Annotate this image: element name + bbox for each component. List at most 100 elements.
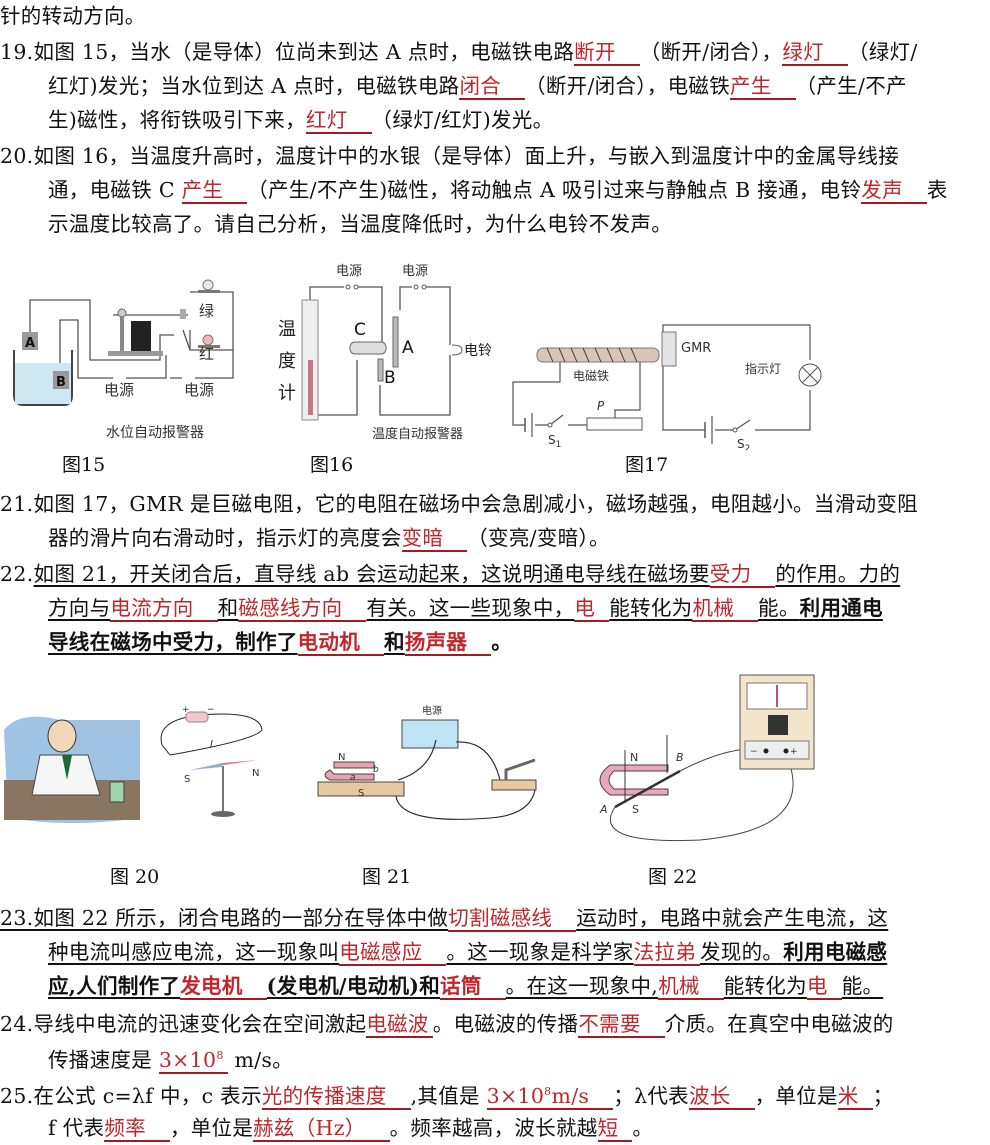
question-text: 。这一现象是科学家 xyxy=(446,940,634,964)
question-number: 22. xyxy=(0,562,34,586)
question-text: ，单位是 xyxy=(754,1083,838,1108)
q19-line-2: 红灯)发光；当水位到达 A 点时，电磁铁电路闭合（断开/闭合），电磁铁产生（产生… xyxy=(48,72,907,100)
q25-line-1: 25.在公式 c=λf 中，c 表示光的传播速度,其值是 3×108m/s；λ代… xyxy=(0,1080,893,1110)
gmr-circuit-diagram: 电磁铁 GMR 指示灯 S1 P S2 xyxy=(512,324,822,454)
question-text: 能。 xyxy=(841,974,884,998)
answer-blank: 3×108 xyxy=(158,1044,228,1074)
temperature-alarm-diagram: 电源 电源 温 度 计 C A B 电铃 温度自动报警器 xyxy=(278,264,492,442)
label-a: a xyxy=(350,773,356,783)
figure-subtitle: 水位自动报警器 xyxy=(106,425,204,441)
question-text: 应,人们制作了 xyxy=(48,974,181,998)
figure-17-caption: 图17 xyxy=(625,454,669,476)
question-text: （变亮/变暗）。 xyxy=(467,526,610,550)
wire-loop xyxy=(160,713,263,756)
q22-line-1: 22.如图 21，开关闭合后，直导线 ab 会运动起来，这说明通电导线在磁场要受… xyxy=(0,560,900,588)
figure-20-caption: 图 20 xyxy=(110,866,160,888)
question-text: （绿灯/ xyxy=(847,40,918,64)
label-gmr: GMR xyxy=(681,341,711,356)
label-red: 红 xyxy=(199,345,214,363)
question-text: 如图 17，GMR 是巨磁电阻，它的电阻在磁场中会急剧减小，磁场越强，电阻越小。… xyxy=(33,492,918,516)
label-thermometer: 温 xyxy=(278,319,296,340)
question-text: （产生/不产生)磁性，将动触点 A 吸引过来与静触点 B 接通，电铃 xyxy=(247,178,862,202)
question-text: 如图 16，当温度升高时，温度计中的水银（是导体）面上升，与嵌入到温度计中的金属… xyxy=(33,144,900,168)
answer-blank: 光的传播速度 xyxy=(261,1084,411,1110)
figure-subtitle: 温度自动报警器 xyxy=(372,426,463,442)
electromagnetic-induction-diagram: N S A B − + xyxy=(599,674,815,842)
label-power-2: 电源 xyxy=(184,381,214,399)
answer-blank: 电 xyxy=(574,596,610,622)
label-power-2: 电源 xyxy=(402,264,428,279)
question-text: 的作用。力的 xyxy=(775,562,901,586)
label-power: 电源 xyxy=(422,704,442,717)
electromagnet-c xyxy=(349,341,387,355)
answer-blank: 绿灯 xyxy=(782,40,848,66)
question-text: 方向与 xyxy=(48,596,111,620)
label-power-1: 电源 xyxy=(336,264,362,279)
answer-blank: 产生 xyxy=(730,74,796,100)
answer-blank: 话筒 xyxy=(440,974,506,1000)
water-level-alarm-diagram: A B 绿 红 电源 电源 水位自动报警器 xyxy=(13,279,234,441)
label-thermometer: 度 xyxy=(278,351,296,372)
label-power-1: 电源 xyxy=(104,381,134,399)
q23-line-3: 应,人们制作了发电机(发电机/电动机)和话筒。在这一现象中,机械能转化为电能。 xyxy=(48,972,883,1000)
answer-blank: 电磁感应 xyxy=(339,940,447,966)
answer-blank: 断开 xyxy=(574,40,640,66)
figure-16: 电源 电源 温 度 计 C A B 电铃 温度自动报警器 xyxy=(272,255,502,455)
answer-blank: 发声 xyxy=(861,178,927,204)
horseshoe-magnet xyxy=(324,769,375,781)
question-text: ；λ代表 xyxy=(613,1083,689,1108)
question-text: （断开/闭合），电磁铁 xyxy=(525,74,731,98)
question-text: 。电磁波的传播 xyxy=(432,1012,579,1036)
question-number: 21. xyxy=(0,492,34,516)
label-minus: − xyxy=(750,747,758,757)
question-text: (发电机/电动机)和 xyxy=(266,974,441,998)
q21-line-2: 器的滑片向右滑动时，指示灯的亮度会变暗（变亮/变暗）。 xyxy=(48,524,610,552)
horseshoe-magnet xyxy=(599,764,669,796)
label-p: P xyxy=(597,399,605,413)
conductor-ab xyxy=(614,769,681,809)
q21-line-1: 21.如图 17，GMR 是巨磁电阻，它的电阻在磁场中会急剧减小，磁场越强，电阻… xyxy=(0,490,918,518)
label-b: B xyxy=(56,375,66,390)
question-number: 25. xyxy=(0,1083,34,1108)
question-text: ； xyxy=(872,1083,894,1108)
answer-blank: 电磁波 xyxy=(366,1012,433,1038)
question-text: 在公式 c=λf 中，c 表示 xyxy=(33,1083,262,1108)
answer-blank: 机械 xyxy=(692,596,759,622)
answer-blank: 变暗 xyxy=(401,526,468,552)
label-b: b xyxy=(373,765,379,775)
question-text: 。在这一现象中, xyxy=(505,974,659,998)
question-text: （断开/闭合）， xyxy=(639,40,783,64)
motor-principle-diagram: 电源 N S a b xyxy=(317,704,537,820)
base-board xyxy=(317,781,405,797)
answer-blank: 短 xyxy=(597,1116,633,1142)
question-text: 种电流叫感应电流，这一现象叫 xyxy=(48,940,340,964)
q20-line-2: 通，电磁铁 C 产生（产生/不产生)磁性，将动触点 A 吸引过来与静触点 B 接… xyxy=(48,176,948,204)
question-text: 能。 xyxy=(758,596,800,620)
label-n: N xyxy=(338,752,345,763)
answer-blank: 波长 xyxy=(688,1084,755,1110)
label-b: B xyxy=(384,368,396,388)
answer-blank: 闭合 xyxy=(459,74,526,100)
answer-blank: 发电机 xyxy=(180,974,267,1000)
q20-line-1: 20.如图 16，当温度升高时，温度计中的水银（是导体）面上升，与嵌入到温度计中… xyxy=(0,142,899,170)
label-s: S xyxy=(632,803,639,816)
battery-cell xyxy=(185,711,209,723)
label-green: 绿 xyxy=(199,302,214,320)
question-text: 和 xyxy=(217,596,239,620)
question-text: 如图 22 所示，闭合电路的一部分在导体中做 xyxy=(33,906,449,930)
question-text: 能转化为 xyxy=(723,974,807,998)
answer-blank: 切割磁感线 xyxy=(448,906,577,932)
question-text: （产生/不产 xyxy=(795,74,907,98)
oersted-experiment-illustration: + − I S N xyxy=(4,705,263,823)
figure-22: N S A B − + xyxy=(580,665,840,845)
question-text: （绿灯/红灯)发光。 xyxy=(371,108,554,132)
answer-blank: 频率 xyxy=(104,1116,170,1142)
q19-line-3: 生)磁性，将衔铁吸引下来，红灯（绿灯/红灯)发光。 xyxy=(48,106,553,134)
question-text: 通，电磁铁 C xyxy=(48,178,182,202)
label-thermometer: 计 xyxy=(278,383,296,404)
green-lamp xyxy=(202,279,214,291)
answer-blank: 电 xyxy=(806,974,842,1000)
battery xyxy=(109,781,125,803)
question-text: f 代表 xyxy=(48,1116,105,1140)
question-text: 红灯)发光；当水位到达 A 点时，电磁铁电路 xyxy=(48,74,460,98)
